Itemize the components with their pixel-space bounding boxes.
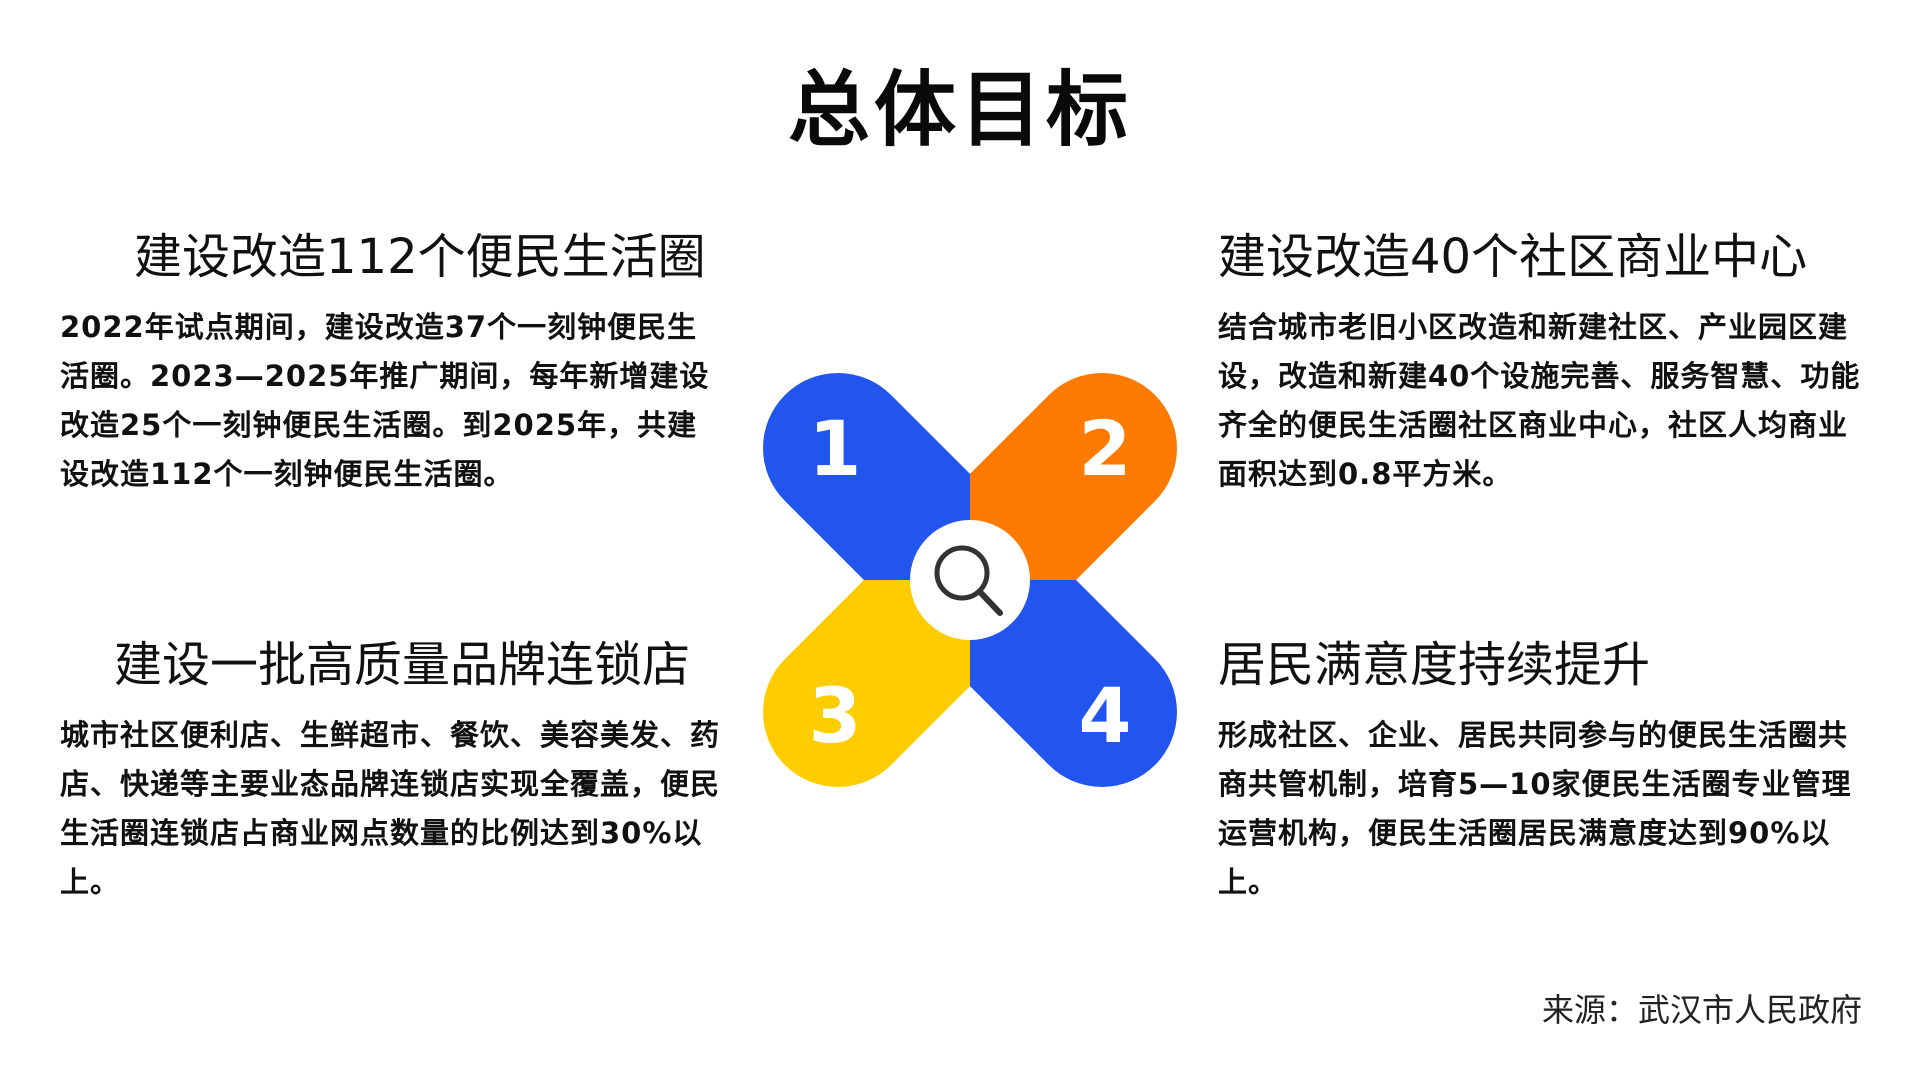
x-diagram: 1 2 3 4: [760, 370, 1180, 790]
search-icon: [934, 545, 1003, 616]
petal-number-3: 3: [809, 671, 862, 760]
goal-block-4: 居民满意度持续提升 形成社区、企业、居民共同参与的便民生活圈共商共管机制，培育5…: [1218, 637, 1868, 907]
petal-number-1: 1: [809, 404, 862, 493]
goal-body-1: 2022年试点期间，建设改造37个一刻钟便民生活圈。2023—2025年推广期间…: [60, 310, 710, 492]
goal-heading-1: 建设改造112个便民生活圈: [134, 229, 706, 285]
goal-body-4: 形成社区、企业、居民共同参与的便民生活圈共商共管机制，培育5—10家便民生活圈专…: [1218, 718, 1852, 900]
page-title: 总体目标: [787, 63, 1132, 158]
goal-block-2: 建设改造40个社区商业中心 结合城市老旧小区改造和新建社区、产业园区建设，改造和…: [1218, 229, 1868, 499]
goal-body-2: 结合城市老旧小区改造和新建社区、产业园区建设，改造和新建40个设施完善、服务智慧…: [1218, 310, 1861, 492]
petal-number-2: 2: [1079, 404, 1132, 493]
center-circle: [910, 520, 1030, 640]
goal-heading-2: 建设改造40个社区商业中心: [1218, 229, 1808, 285]
goal-heading-4: 居民满意度持续提升: [1218, 637, 1651, 693]
goal-block-3: 建设一批高质量品牌连锁店 城市社区便利店、生鲜超市、餐饮、美容美发、药店、快递等…: [60, 637, 721, 907]
goal-body-3: 城市社区便利店、生鲜超市、餐饮、美容美发、药店、快递等主要业态品牌连锁店实现全覆…: [60, 718, 721, 900]
goal-block-1: 建设改造112个便民生活圈 2022年试点期间，建设改造37个一刻钟便民生活圈。…: [60, 229, 720, 499]
source-note: 来源：武汉市人民政府: [1541, 991, 1862, 1029]
petal-number-4: 4: [1079, 671, 1132, 760]
goal-heading-3: 建设一批高质量品牌连锁店: [114, 637, 691, 693]
